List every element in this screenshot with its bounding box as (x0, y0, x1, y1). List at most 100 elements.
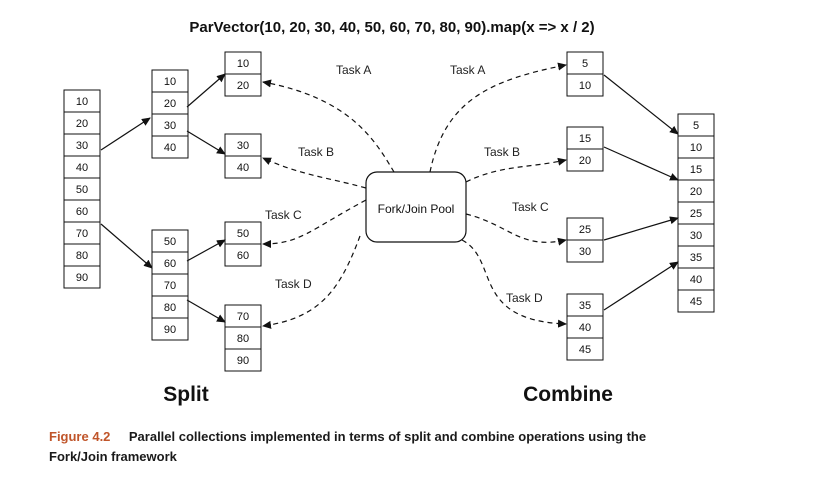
task-d-label-right: Task D (506, 291, 543, 305)
result-a-cell-value: 5 (582, 58, 588, 70)
output-cell-value: 40 (690, 274, 702, 286)
output-cell-value: 10 (690, 142, 702, 154)
chunk-c-cell (224, 243, 262, 267)
half-bottom-cell-value: 90 (164, 324, 176, 336)
result-a-cell-value: 10 (579, 80, 591, 92)
task-a-split-arrow (262, 79, 395, 173)
figure-caption: Figure 4.2 Parallel collections implemen… (49, 428, 646, 445)
task-d-label-left: Task D (275, 277, 312, 291)
result-c-cell (566, 239, 604, 263)
split-heading: Split (163, 383, 209, 406)
half-top-cell-value: 30 (164, 120, 176, 132)
half-top-cell (151, 135, 189, 159)
split-half-bottom: 50 60 70 80 90 (151, 229, 189, 341)
half-bottom-cell (151, 317, 189, 341)
output-cell-value: 5 (693, 120, 699, 132)
input-cell-value: 80 (76, 250, 88, 262)
result-task-a: 5 10 (566, 51, 604, 97)
result-d-cell-value: 40 (579, 322, 591, 334)
half-top-cell-value: 20 (164, 98, 176, 110)
chunk-a-cell-value: 20 (237, 80, 249, 92)
split-arrow-input-top (100, 117, 151, 151)
result-b-cell (566, 148, 604, 172)
chunk-task-b: 30 40 (224, 133, 262, 179)
task-b-combine-arrow (465, 157, 567, 183)
figure-caption-line2: Fork/Join framework (49, 449, 178, 464)
task-d-split-arrow (262, 235, 361, 329)
split-arrow-top-b (186, 130, 226, 155)
result-task-c: 25 30 (566, 217, 604, 263)
split-arrow-top-a (186, 73, 226, 108)
task-c-label-right: Task C (512, 200, 549, 214)
input-cell-value: 30 (76, 140, 88, 152)
combine-arrow-b (603, 146, 679, 181)
combine-heading: Combine (523, 383, 613, 406)
split-half-top: 10 20 30 40 (151, 69, 189, 159)
result-c-cell-value: 25 (579, 224, 591, 236)
figure-caption-label: Figure 4.2 (49, 429, 110, 444)
task-c-split-arrow (262, 199, 367, 248)
result-d-cell-value: 45 (579, 344, 591, 356)
task-b-label-right: Task B (484, 145, 520, 159)
output-cell-value: 15 (690, 164, 702, 176)
chunk-b-cell-value: 30 (237, 140, 249, 152)
input-cell-value: 20 (76, 118, 88, 130)
combine-arrow-c (603, 216, 679, 241)
combine-arrow-a (603, 74, 679, 135)
chunk-d-cell-value: 70 (237, 311, 249, 323)
half-top-cell-value: 10 (164, 76, 176, 88)
task-b-split-arrow (262, 157, 367, 189)
task-a-label-right: Task A (450, 63, 485, 77)
input-cell-value: 60 (76, 206, 88, 218)
task-b-label-left: Task B (298, 145, 334, 159)
result-b-cell-value: 20 (579, 155, 591, 167)
output-cell-value: 20 (690, 186, 702, 198)
chunk-d-cell-value: 80 (237, 333, 249, 345)
chunk-b-cell-value: 40 (237, 162, 249, 174)
diagram-title: ParVector(10, 20, 30, 40, 50, 60, 70, 80… (189, 19, 594, 36)
half-bottom-cell-value: 70 (164, 280, 176, 292)
split-arrow-input-bottom (100, 223, 153, 269)
output-cell-value: 45 (690, 296, 702, 308)
chunk-d-cell (224, 348, 262, 372)
input-cell (63, 265, 101, 289)
task-a-label-left: Task A (336, 63, 371, 77)
task-c-combine-arrow (465, 213, 567, 246)
chunk-c-cell-value: 60 (237, 250, 249, 262)
split-arrow-bottom-d (186, 299, 226, 323)
output-vector: 5 10 15 20 25 30 35 40 45 (677, 113, 715, 313)
task-d-combine-arrow (461, 239, 567, 328)
figure-caption-line1: Parallel collections implemented in term… (129, 429, 646, 444)
half-bottom-cell-value: 80 (164, 302, 176, 314)
result-c-cell-value: 30 (579, 246, 591, 258)
output-cell-value: 30 (690, 230, 702, 242)
output-cell-value: 35 (690, 252, 702, 264)
half-bottom-cell-value: 60 (164, 258, 176, 270)
fork-join-pool-label: Fork/Join Pool (378, 202, 455, 216)
chunk-d-cell-value: 90 (237, 355, 249, 367)
output-cell-value: 25 (690, 208, 702, 220)
result-d-cell (566, 337, 604, 361)
output-cell (677, 289, 715, 313)
task-c-label-left: Task C (265, 208, 302, 222)
input-vector: 10 20 30 40 50 60 70 80 90 (63, 89, 101, 289)
input-cell-value: 50 (76, 184, 88, 196)
chunk-a-cell (224, 73, 262, 97)
result-b-cell-value: 15 (579, 133, 591, 145)
input-cell-value: 90 (76, 272, 88, 284)
chunk-b-cell (224, 155, 262, 179)
input-cell-value: 40 (76, 162, 88, 174)
split-arrow-bottom-c (186, 239, 226, 262)
chunk-a-cell-value: 10 (237, 58, 249, 70)
result-d-cell-value: 35 (579, 300, 591, 312)
chunk-task-a: 10 20 (224, 51, 262, 97)
input-cell-value: 10 (76, 96, 88, 108)
fork-join-pool (365, 171, 467, 243)
half-bottom-cell-value: 50 (164, 236, 176, 248)
half-top-cell-value: 40 (164, 142, 176, 154)
input-cell-value: 70 (76, 228, 88, 240)
combine-arrow-d (603, 261, 679, 311)
